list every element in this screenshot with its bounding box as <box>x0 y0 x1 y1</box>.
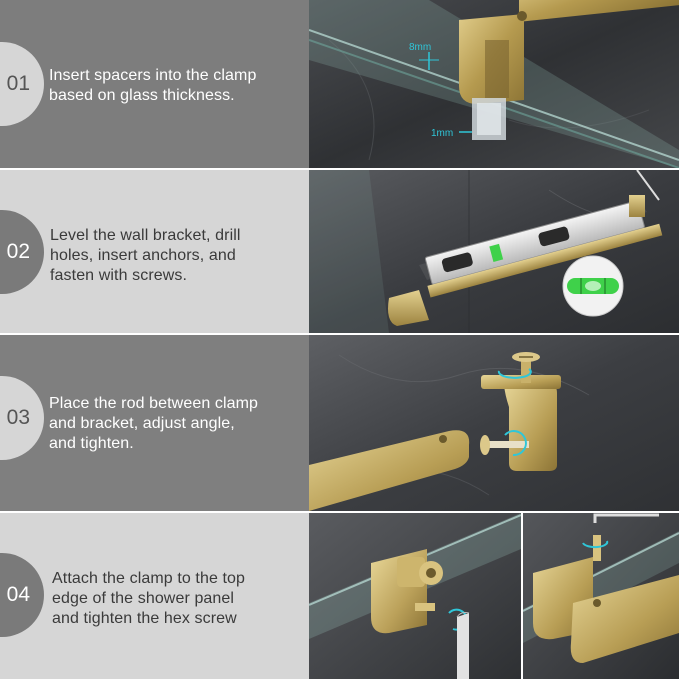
step-2-line-2: holes, insert anchors, and <box>50 247 236 264</box>
step-4-line-3: and tighten the hex screw <box>52 610 237 627</box>
step-4-text-panel: 04 Attach the clamp to the top edge of t… <box>0 513 309 679</box>
step-2-line-3: fasten with screws. <box>50 267 188 284</box>
step-3-photo <box>309 335 679 511</box>
step-2-photo <box>309 170 679 333</box>
step-1-number-badge: 01 <box>0 42 44 126</box>
step-4-number: 04 <box>6 583 30 606</box>
step-3-illustration <box>309 335 679 511</box>
step-4-number-badge: 04 <box>0 553 44 637</box>
step-3: 03 Place the rod between clamp and brack… <box>0 335 679 511</box>
step-4-instruction: Attach the clamp to the top edge of the … <box>52 569 307 629</box>
step-2-illustration <box>309 170 679 333</box>
step-2-number-badge: 02 <box>0 210 44 294</box>
step-4-photo-right <box>523 513 679 679</box>
step-1-illustration: 8mm 1mm <box>309 0 679 168</box>
step-4-line-2: edge of the shower panel <box>52 590 235 607</box>
step-2-text-panel: 02 Level the wall bracket, drill holes, … <box>0 170 309 333</box>
step-1-photo: 8mm 1mm <box>309 0 679 168</box>
step-1-line-2: based on glass thickness. <box>49 87 235 104</box>
step-4: 04 Attach the clamp to the top edge of t… <box>0 513 679 679</box>
step-1-instruction: Insert spacers into the clamp based on g… <box>49 66 304 106</box>
step-1-text-panel: 01 Insert spacers into the clamp based o… <box>0 0 309 168</box>
step-1-number: 01 <box>6 72 30 95</box>
step-3-instruction: Place the rod between clamp and bracket,… <box>49 394 304 454</box>
step-4-illustration-right <box>523 513 679 679</box>
step-1-callout-1mm: 1mm <box>431 128 453 139</box>
step-2: 02 Level the wall bracket, drill holes, … <box>0 170 679 333</box>
step-3-number-badge: 03 <box>0 376 44 460</box>
step-2-number: 02 <box>6 240 30 263</box>
step-2-line-1: Level the wall bracket, drill <box>50 227 241 244</box>
step-4-illustration-left <box>309 513 521 679</box>
step-3-line-3: and tighten. <box>49 435 134 452</box>
step-4-line-1: Attach the clamp to the top <box>52 570 246 587</box>
step-3-text-panel: 03 Place the rod between clamp and brack… <box>0 335 309 511</box>
step-1-line-1: Insert spacers into the clamp <box>49 67 257 84</box>
step-1: 01 Insert spacers into the clamp based o… <box>0 0 679 168</box>
step-2-instruction: Level the wall bracket, drill holes, ins… <box>50 226 305 286</box>
step-3-line-2: and bracket, adjust angle, <box>49 415 235 432</box>
step-4-photo-left <box>309 513 521 679</box>
step-1-callout-8mm: 8mm <box>409 42 431 53</box>
step-3-number: 03 <box>6 406 30 429</box>
step-3-line-1: Place the rod between clamp <box>49 395 259 412</box>
